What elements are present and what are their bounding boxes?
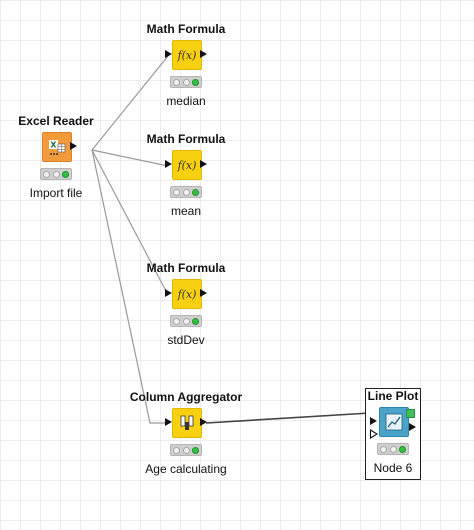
connection-excel-to-stddev[interactable] (91, 149, 169, 296)
status-light-red (173, 78, 181, 86)
status-light-red (380, 445, 388, 453)
status-light-green (191, 317, 199, 325)
status-light-yellow (182, 188, 190, 196)
math-formula-icon[interactable]: f(x) (172, 40, 202, 70)
node-status-traffic-light (170, 444, 202, 456)
node-title: Column Aggregator (129, 390, 243, 404)
node-icon-area[interactable]: X (38, 132, 77, 166)
node-label[interactable]: stdDev (167, 333, 205, 347)
status-light-yellow (389, 445, 397, 453)
node-math-formula-stddev[interactable]: Math Formula f(x) stdDev (116, 261, 256, 347)
fx-glyph: f(x) (177, 48, 197, 62)
output-port[interactable] (70, 142, 77, 150)
node-status-traffic-light (170, 76, 202, 88)
math-formula-icon[interactable]: f(x) (172, 150, 202, 180)
node-icon-area[interactable] (370, 407, 416, 441)
node-label[interactable]: Node 6 (373, 461, 413, 475)
node-column-aggregator[interactable]: Column Aggregator Age calculating (116, 390, 256, 476)
output-port[interactable] (200, 50, 207, 58)
node-title: Line Plot (367, 389, 419, 403)
output-port[interactable] (409, 423, 416, 431)
connection-excel-to-aggregator[interactable] (91, 149, 168, 424)
node-status-traffic-light (170, 186, 202, 198)
node-math-formula-mean[interactable]: Math Formula f(x) mean (116, 132, 256, 218)
status-light-green (61, 170, 69, 178)
status-light-red (173, 188, 181, 196)
svg-text:X: X (50, 141, 57, 150)
input-port[interactable] (165, 50, 172, 58)
node-title: Excel Reader (18, 114, 94, 128)
status-light-green (191, 188, 199, 196)
node-status-traffic-light (377, 443, 409, 455)
node-label[interactable]: Age calculating (145, 462, 227, 476)
node-icon-area[interactable]: f(x) (165, 150, 207, 184)
connection-excel-to-mean[interactable] (91, 149, 169, 167)
fx-glyph: f(x) (177, 287, 197, 301)
node-status-traffic-light (40, 168, 72, 180)
excel-reader-icon[interactable]: X (42, 132, 72, 162)
node-icon-area[interactable] (165, 408, 207, 442)
node-icon-area[interactable]: f(x) (165, 279, 207, 313)
node-label[interactable]: median (166, 94, 206, 108)
node-title: Math Formula (146, 132, 226, 146)
node-math-formula-median[interactable]: Math Formula f(x) median (116, 22, 256, 108)
image-output-port[interactable] (406, 409, 415, 418)
column-aggregator-icon[interactable] (172, 408, 202, 438)
connection-aggregator-to-lineplot[interactable] (205, 412, 371, 424)
status-light-yellow (182, 78, 190, 86)
connection-excel-to-median[interactable] (91, 55, 169, 151)
node-title: Math Formula (146, 22, 226, 36)
output-port[interactable] (200, 418, 207, 426)
status-light-red (173, 317, 181, 325)
math-formula-icon[interactable]: f(x) (172, 279, 202, 309)
input-port[interactable] (165, 160, 172, 168)
node-label[interactable]: mean (170, 204, 202, 218)
line-plot-icon[interactable] (379, 407, 409, 437)
input-port[interactable] (165, 289, 172, 297)
input-port[interactable] (370, 417, 377, 425)
input-port-optional[interactable] (370, 429, 378, 439)
node-title: Math Formula (146, 261, 226, 275)
status-light-red (43, 170, 51, 178)
node-label[interactable]: Import file (29, 186, 83, 200)
status-light-green (398, 445, 406, 453)
status-light-yellow (52, 170, 60, 178)
status-light-green (191, 446, 199, 454)
status-light-red (173, 446, 181, 454)
status-light-green (191, 78, 199, 86)
output-port[interactable] (200, 160, 207, 168)
node-line-plot[interactable]: Line Plot Node 6 (365, 388, 421, 480)
node-excel-reader[interactable]: Excel Reader X Imp (0, 114, 126, 200)
output-port[interactable] (200, 289, 207, 297)
input-port[interactable] (165, 418, 172, 426)
node-icon-area[interactable]: f(x) (165, 40, 207, 74)
status-light-yellow (182, 446, 190, 454)
node-status-traffic-light (170, 315, 202, 327)
status-light-yellow (182, 317, 190, 325)
fx-glyph: f(x) (177, 158, 197, 172)
